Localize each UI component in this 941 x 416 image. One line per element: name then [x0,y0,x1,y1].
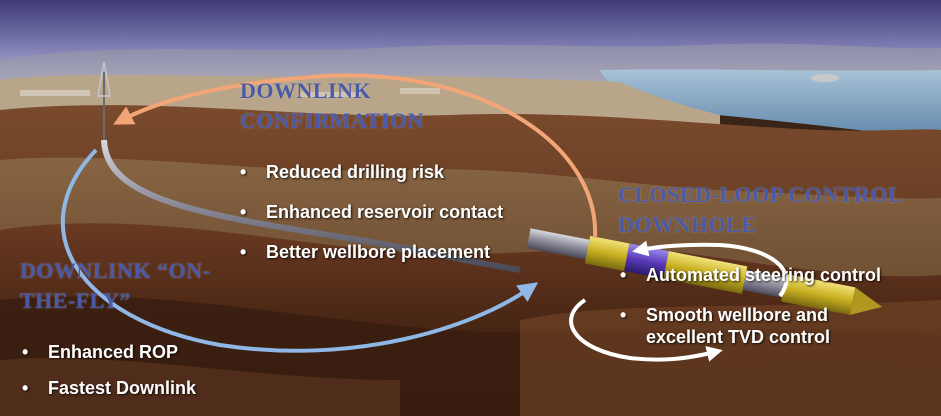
bullet-item: • Smooth wellbore and excellent TVD cont… [618,304,906,348]
bullet-dot: • [620,305,627,325]
heading-line: CLOSED-LOOP CONTROL [618,182,904,207]
downlink-confirmation-heading: DOWNLINK CONFIRMATION [240,76,424,136]
closed-loop-arrow-top [632,240,789,298]
bullet-text: Enhanced reservoir contact [266,202,504,222]
closed-loop-bullets: • Automated steering control • Smooth we… [618,264,938,348]
bullet-text: Enhanced ROP [48,342,179,362]
bullet-text: Automated steering control [646,265,882,285]
bullet-item: • Fastest Downlink [20,377,196,399]
heading-line: DOWNLINK “ON- [20,258,211,283]
bullet-text: Reduced drilling risk [266,162,445,182]
heading-line: CONFIRMATION [240,108,425,133]
bullet-dot: • [22,378,29,398]
bullet-dot: • [240,162,247,182]
bullet-dot: • [240,242,247,262]
bullet-text: Fastest Downlink [48,378,197,398]
closed-loop-arrow-bottom [569,298,723,362]
heading-line: DOWNHOLE [618,212,757,237]
heading-line: DOWNLINK [240,78,372,103]
downlink-on-the-fly-heading: DOWNLINK “ON- THE-FLY” [20,256,210,316]
bullet-text: Better wellbore placement [266,242,491,262]
bullet-item: • Enhanced reservoir contact [238,201,503,223]
downlink-confirmation-bullets: • Reduced drilling risk • Enhanced reser… [238,161,503,263]
bullet-item: • Better wellbore placement [238,241,503,263]
bullet-dot: • [240,202,247,222]
on-the-fly-arrow [60,148,539,353]
closed-loop-heading: CLOSED-LOOP CONTROL DOWNHOLE [618,180,903,240]
bullet-text: Smooth wellbore and excellent TVD contro… [646,305,831,347]
bullet-item: • Reduced drilling risk [238,161,503,183]
bullet-dot: • [22,342,29,362]
confirmation-arrow [113,73,598,239]
bullet-item: • Enhanced ROP [20,341,196,363]
downlink-on-the-fly-bullets: • Enhanced ROP • Fastest Downlink [20,341,196,399]
bullet-dot: • [620,265,627,285]
bullet-item: • Automated steering control [618,264,938,286]
heading-line: THE-FLY” [20,288,131,313]
